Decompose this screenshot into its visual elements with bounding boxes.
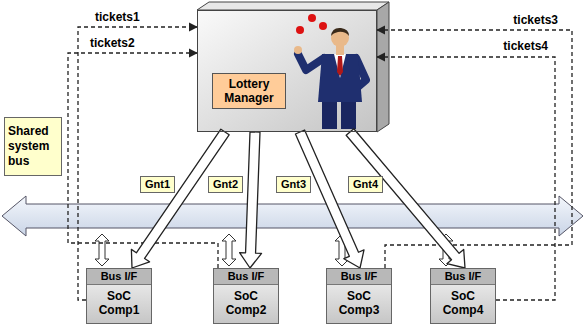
- node-label: Shared system bus: [8, 124, 58, 169]
- node-label: SoC Comp3: [327, 285, 391, 323]
- ticket-label: tickets3: [513, 13, 558, 27]
- connectors: [68, 27, 572, 300]
- interface-label: Bus I/F: [431, 269, 495, 285]
- soc-component: Bus I/FSoC Comp1: [86, 268, 152, 324]
- node-label: SoC Comp4: [431, 285, 495, 323]
- box-side-face: [377, 2, 389, 132]
- grant-arrow: [346, 129, 465, 268]
- ticket-line: [377, 30, 572, 268]
- box-top-face: [197, 2, 389, 10]
- interface-label: Bus I/F: [214, 269, 278, 285]
- soc-component: Bus I/FSoC Comp3: [326, 268, 392, 324]
- interface-label: Bus I/F: [327, 269, 391, 285]
- ticket-label: tickets1: [95, 10, 140, 24]
- ticket-label: tickets2: [90, 36, 135, 50]
- grant-label: Gnt1: [140, 176, 175, 193]
- grant-arrow: [240, 132, 262, 268]
- box-front-face: [197, 10, 377, 132]
- grant-label: Gnt4: [348, 176, 383, 193]
- ticket-line: [377, 57, 555, 300]
- soc-component: Bus I/FSoC Comp2: [213, 268, 279, 324]
- node-label: SoC Comp1: [87, 285, 151, 323]
- ticket-label: tickets4: [503, 39, 548, 53]
- juggler-figure: [294, 14, 366, 129]
- bus-label-box: Shared system bus: [4, 117, 62, 176]
- node-label: SoC Comp2: [214, 285, 278, 323]
- bus-band: [2, 196, 583, 236]
- lottery-manager-box: Lottery Manager: [197, 10, 377, 132]
- ticket-line: [68, 53, 218, 268]
- grant-arrow: [295, 130, 364, 268]
- soc-component: Bus I/FSoC Comp4: [430, 268, 496, 324]
- interface-label: Bus I/F: [87, 269, 151, 285]
- node-label: Lottery Manager: [212, 73, 286, 109]
- grant-arrow: [131, 129, 229, 268]
- grant-label: Gnt2: [208, 176, 243, 193]
- grant-label: Gnt3: [276, 176, 311, 193]
